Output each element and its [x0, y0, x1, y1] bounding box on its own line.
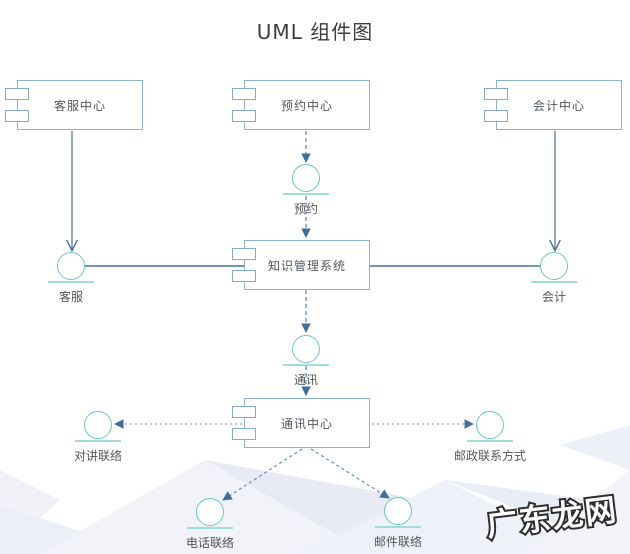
component-port-icon: [5, 88, 29, 100]
interface-phone-contact: 电话联络: [162, 498, 258, 551]
component-port-icon: [484, 88, 508, 100]
interface-label: 电话联络: [185, 536, 234, 550]
component-knowledge-management-system: 知识管理系统: [232, 240, 370, 290]
interface-underline: [48, 281, 94, 283]
interface-circle-icon: [384, 497, 412, 525]
interface-underline: [283, 364, 329, 366]
component-label: 预约中心: [280, 98, 333, 113]
component-label: 会计中心: [532, 98, 585, 113]
component-port-icon: [5, 110, 29, 122]
component-reservation-center: 预约中心: [232, 80, 370, 130]
interface-accounting: 会计: [506, 252, 602, 305]
component-port-icon: [232, 428, 256, 440]
interface-circle-icon: [292, 335, 320, 363]
component-accounting-center: 会计中心: [484, 80, 622, 130]
component-label: 知识管理系统: [267, 258, 346, 273]
interface-label: 预约: [293, 202, 318, 216]
interface-label: 客服: [58, 290, 83, 304]
interface-underline: [75, 440, 121, 442]
component-label: 客服中心: [53, 98, 106, 113]
interface-underline: [467, 440, 513, 442]
interface-label: 邮件联络: [373, 535, 422, 549]
interface-circle-icon: [476, 411, 504, 439]
interface-circle-icon: [292, 164, 320, 192]
page-title: UML 组件图: [256, 20, 374, 44]
interface-email-contact: 邮件联络: [350, 497, 446, 550]
component-port-icon: [232, 110, 256, 122]
interface-communication: 通讯: [258, 335, 354, 388]
component-port-icon: [232, 406, 256, 418]
interface-circle-icon: [196, 498, 224, 526]
component-port-icon: [232, 88, 256, 100]
interface-label: 通讯: [293, 373, 318, 387]
interface-circle-icon: [84, 411, 112, 439]
interface-underline: [187, 527, 233, 529]
interface-reservation: 预约: [258, 164, 354, 217]
interface-circle-icon: [540, 252, 568, 280]
connector-comm-center-to-email: [310, 448, 390, 499]
component-port-icon: [484, 110, 508, 122]
connector-comm-center-to-phone: [222, 448, 303, 501]
interface-underline: [531, 281, 577, 283]
interface-underline: [283, 193, 329, 195]
interface-intercom-contact: 对讲联络: [50, 411, 146, 464]
interface-label: 会计: [541, 290, 566, 304]
interface-label: 邮政联系方式: [453, 449, 526, 463]
interface-postal-contact: 邮政联系方式: [442, 411, 538, 464]
interface-customer-service: 客服: [23, 252, 119, 305]
interface-circle-icon: [57, 252, 85, 280]
interface-label: 对讲联络: [73, 449, 122, 463]
interface-underline: [375, 526, 421, 528]
component-label: 通讯中心: [280, 416, 333, 431]
component-port-icon: [232, 270, 256, 282]
component-customer-service-center: 客服中心: [5, 80, 143, 130]
component-port-icon: [232, 248, 256, 260]
component-communication-center: 通讯中心: [232, 398, 370, 448]
